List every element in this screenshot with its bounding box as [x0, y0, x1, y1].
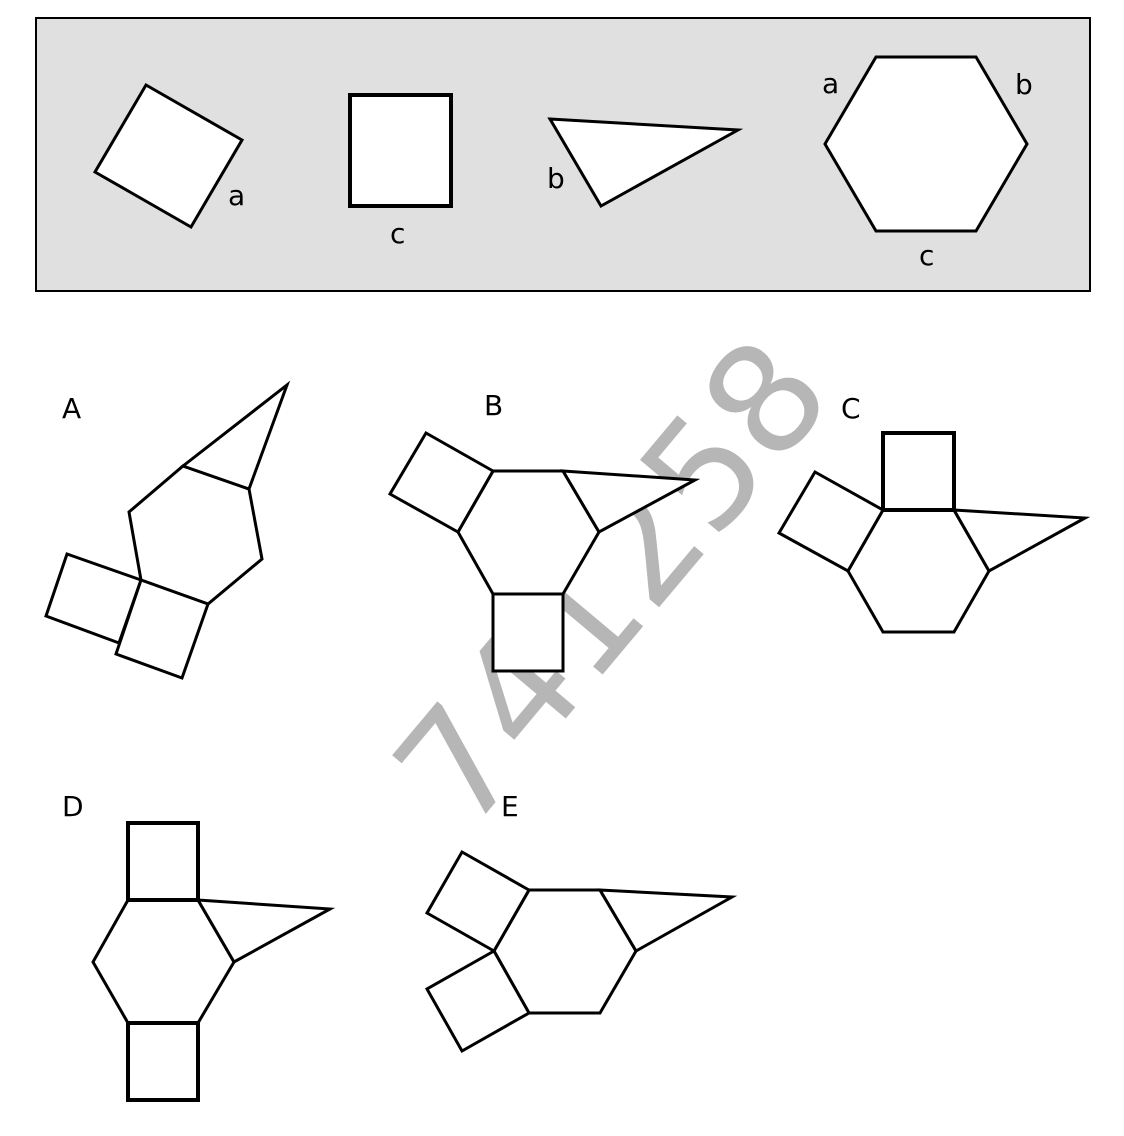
reference-hexagon: a b c	[822, 55, 1033, 272]
option-b-label: B	[484, 389, 503, 422]
edge-label-hexagon-c: c	[919, 239, 934, 272]
edge-label-triangle-b: b	[547, 162, 565, 195]
option-d-square-top	[126, 821, 200, 902]
edge-label-square-c: c	[390, 217, 405, 250]
option-d[interactable]: D	[62, 790, 336, 1102]
option-a-square-bottom	[114, 578, 210, 680]
option-b-triangle	[560, 469, 701, 535]
reference-triangle-b: b	[547, 117, 744, 209]
option-e[interactable]: E	[424, 790, 738, 1054]
option-c[interactable]: C	[776, 392, 1091, 634]
edge-label-square-a: a	[228, 179, 245, 212]
edge-label-hexagon-a: a	[822, 67, 839, 100]
option-a[interactable]: A	[44, 380, 291, 680]
option-d-square-bottom	[126, 1021, 200, 1102]
reference-panel: a c b a b c	[35, 17, 1091, 292]
option-e-square-bottom	[424, 948, 532, 1054]
option-c-triangle	[951, 508, 1091, 574]
option-c-square-top	[881, 431, 956, 512]
edge-label-hexagon-b: b	[1015, 68, 1033, 101]
option-b[interactable]: B	[387, 389, 701, 673]
option-d-triangle	[195, 898, 336, 965]
option-b-square-bottom	[491, 592, 565, 673]
option-d-label: D	[62, 790, 84, 823]
option-c-square-left	[776, 469, 886, 574]
option-e-triangle	[597, 888, 738, 954]
option-e-label: E	[501, 790, 519, 823]
option-c-label: C	[841, 392, 861, 425]
option-a-triangle	[179, 380, 291, 491]
reference-square-a: a	[92, 82, 245, 230]
watermark: 741258	[362, 308, 863, 858]
reference-square-c: c	[348, 93, 453, 250]
option-a-label: A	[62, 392, 81, 425]
option-b-square-left	[387, 430, 496, 535]
